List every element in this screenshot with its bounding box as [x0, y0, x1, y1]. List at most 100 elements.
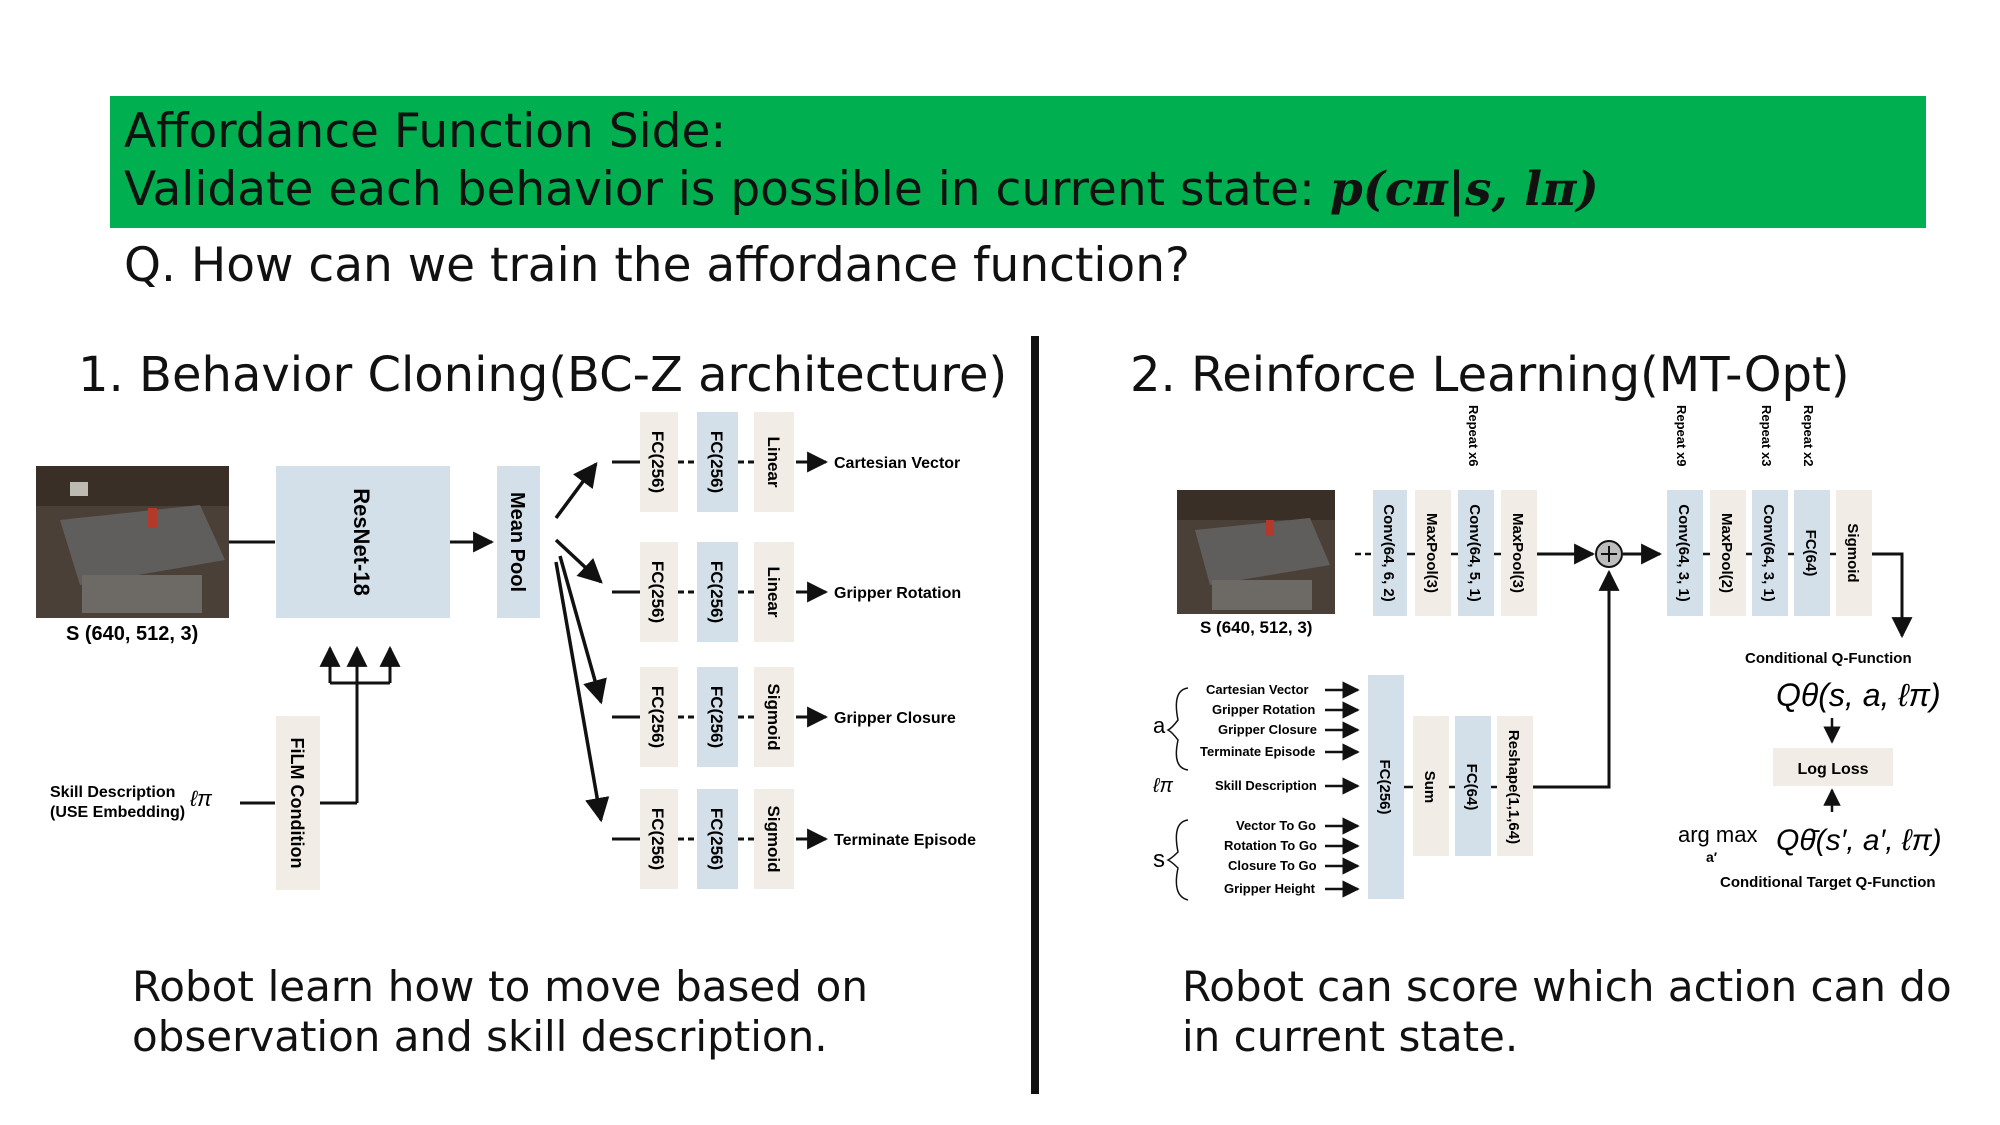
input-vector-to-go: Vector To Go	[1236, 818, 1316, 833]
left-caption-line1: Robot learn how to move based on	[132, 962, 868, 1011]
svg-text:MaxPool(2): MaxPool(2)	[1718, 513, 1735, 593]
maxpool-block-1	[1415, 490, 1451, 616]
maxpool-block-3	[1710, 490, 1746, 616]
input-terminate-episode: Terminate Episode	[1200, 744, 1315, 759]
log-loss-label: Log Loss	[1797, 761, 1868, 778]
observation-image	[36, 466, 229, 618]
input-gripper-closure: Gripper Closure	[1218, 722, 1317, 737]
input-cartesian-vector: Cartesian Vector	[1206, 682, 1309, 697]
target-q-formula: Qθ̄(s′, a′, ℓπ)	[1776, 824, 1942, 857]
observation-image-rl	[1177, 490, 1335, 614]
svg-text:MaxPool(3): MaxPool(3)	[1509, 513, 1526, 593]
repeat-x6-label: Repeat x6	[1466, 405, 1481, 466]
svg-text:FC(256): FC(256)	[707, 686, 726, 748]
svg-text:FC(64): FC(64)	[1802, 530, 1819, 577]
conv-block-2	[1458, 490, 1494, 616]
svg-text:Linear: Linear	[764, 566, 783, 617]
svg-text:Reshape(1,1,64): Reshape(1,1,64)	[1505, 730, 1522, 844]
output-terminate-label: Terminate Episode	[834, 832, 976, 849]
bcz-architecture-diagram: S (640, 512, 3) ResNet-18 Mean Pool FiLM…	[36, 412, 976, 890]
banner-subtitle: Validate each behavior is possible in cu…	[124, 162, 1599, 218]
meanpool-block	[497, 466, 540, 618]
right-caption-line2: in current state.	[1182, 1012, 1519, 1061]
skill-embedding-label: (USE Embedding)	[50, 804, 185, 821]
skill-symbol: ℓπ	[189, 786, 213, 811]
skill-description-label: Skill Description	[50, 784, 175, 801]
film-label: FiLM Condition	[287, 738, 307, 869]
svg-text:Conv(64, 3, 1): Conv(64, 3, 1)	[1760, 504, 1777, 602]
skill-symbol-rl: ℓπ	[1152, 775, 1173, 797]
state-symbol: s	[1153, 846, 1165, 873]
fc64-lower-block	[1455, 716, 1491, 856]
svg-text:Sigmoid: Sigmoid	[764, 805, 783, 872]
svg-text:Conv(64, 3, 1): Conv(64, 3, 1)	[1675, 504, 1692, 602]
section-divider	[1031, 336, 1039, 1094]
action-symbol: a	[1153, 713, 1166, 738]
log-loss-block	[1773, 748, 1893, 786]
right-caption-line1: Robot can score which action can do	[1182, 962, 1952, 1011]
svg-text:Conv(64, 6, 2): Conv(64, 6, 2)	[1380, 504, 1397, 602]
input-closure-to-go: Closure To Go	[1228, 858, 1317, 873]
left-caption-line2: observation and skill description.	[132, 1012, 828, 1061]
resnet-label: ResNet-18	[349, 488, 374, 596]
repeat-x3-label: Repeat x3	[1759, 405, 1774, 466]
repeat-x9-label: Repeat x9	[1674, 405, 1689, 466]
head-closure: FC(256) FC(256) Sigmoid Gripper Closure	[612, 667, 956, 767]
conditional-q-title: Conditional Q-Function	[1745, 650, 1912, 667]
conv-block-3	[1667, 490, 1703, 616]
output-closure-label: Gripper Closure	[834, 710, 956, 727]
input-rotation-to-go: Rotation To Go	[1224, 838, 1317, 853]
left-caption: Robot learn how to move based on observa…	[132, 962, 868, 1062]
svg-text:Conv(64, 5, 1): Conv(64, 5, 1)	[1466, 504, 1483, 602]
repeat-x2-label: Repeat x2	[1801, 405, 1816, 466]
conv-block-4	[1752, 490, 1788, 616]
mtopt-architecture-diagram: S (640, 512, 3) Conv(64, 6, 2) MaxPool(3…	[1152, 405, 1942, 901]
reshape-block	[1497, 716, 1533, 856]
svg-text:FC(256): FC(256)	[1376, 759, 1393, 814]
right-section-heading: 2. Reinforce Learning(MT-Opt)	[1130, 347, 1850, 403]
svg-text:FC(256): FC(256)	[648, 808, 667, 870]
right-caption: Robot can score which action can do in c…	[1182, 962, 1952, 1062]
svg-text:FC(64): FC(64)	[1463, 764, 1480, 811]
svg-text:FC(256): FC(256)	[707, 431, 726, 493]
svg-text:FC(256): FC(256)	[648, 686, 667, 748]
question-text: Q. How can we train the affordance funct…	[124, 238, 1190, 293]
resnet-block	[276, 466, 450, 618]
left-section-heading: 1. Behavior Cloning(BC-Z architecture)	[78, 347, 1008, 403]
svg-text:Sigmoid: Sigmoid	[764, 683, 783, 750]
svg-text:FC(256): FC(256)	[707, 808, 726, 870]
svg-text:Sum: Sum	[1421, 771, 1438, 804]
svg-text:FC(256): FC(256)	[707, 561, 726, 623]
banner-formula: p(cπ|s, lπ)	[1329, 162, 1599, 217]
banner-subtitle-text: Validate each behavior is possible in cu…	[124, 162, 1330, 217]
head-cartesian: FC(256) FC(256) Linear Cartesian Vector	[612, 412, 960, 512]
banner-title: Affordance Function Side:	[124, 104, 727, 159]
conditional-q-formula: Qθ(s, a, ℓπ)	[1776, 677, 1941, 713]
svg-text:FC(256): FC(256)	[648, 431, 667, 493]
argmax-subscript: a′	[1706, 849, 1718, 865]
input-skill-description: Skill Description	[1215, 778, 1317, 793]
head-rotation: FC(256) FC(256) Linear Gripper Rotation	[612, 542, 961, 642]
target-q-title: Conditional Target Q-Function	[1720, 874, 1936, 891]
input-gripper-height: Gripper Height	[1224, 881, 1316, 896]
sigmoid-block	[1836, 490, 1872, 616]
output-rotation-label: Gripper Rotation	[834, 585, 961, 602]
sum-block	[1413, 716, 1449, 856]
svg-text:Linear: Linear	[764, 436, 783, 487]
title-banner: Affordance Function Side: Validate each …	[110, 96, 1926, 228]
argmax-label: arg max	[1678, 822, 1757, 847]
output-cartesian-label: Cartesian Vector	[834, 455, 960, 472]
conv-block-1	[1373, 490, 1407, 616]
meanpool-label: Mean Pool	[506, 492, 528, 592]
head-terminate: FC(256) FC(256) Sigmoid Terminate Episod…	[612, 789, 976, 889]
film-block	[276, 716, 320, 890]
sum-node	[1595, 540, 1623, 568]
svg-text:FC(256): FC(256)	[648, 561, 667, 623]
svg-text:MaxPool(3): MaxPool(3)	[1423, 513, 1440, 593]
svg-text:Sigmoid: Sigmoid	[1844, 523, 1861, 582]
right-state-label: S (640, 512, 3)	[1200, 618, 1312, 637]
input-gripper-rotation: Gripper Rotation	[1212, 702, 1315, 717]
fc64-block	[1794, 490, 1830, 616]
maxpool-block-2	[1501, 490, 1537, 616]
left-state-label: S (640, 512, 3)	[66, 623, 198, 645]
